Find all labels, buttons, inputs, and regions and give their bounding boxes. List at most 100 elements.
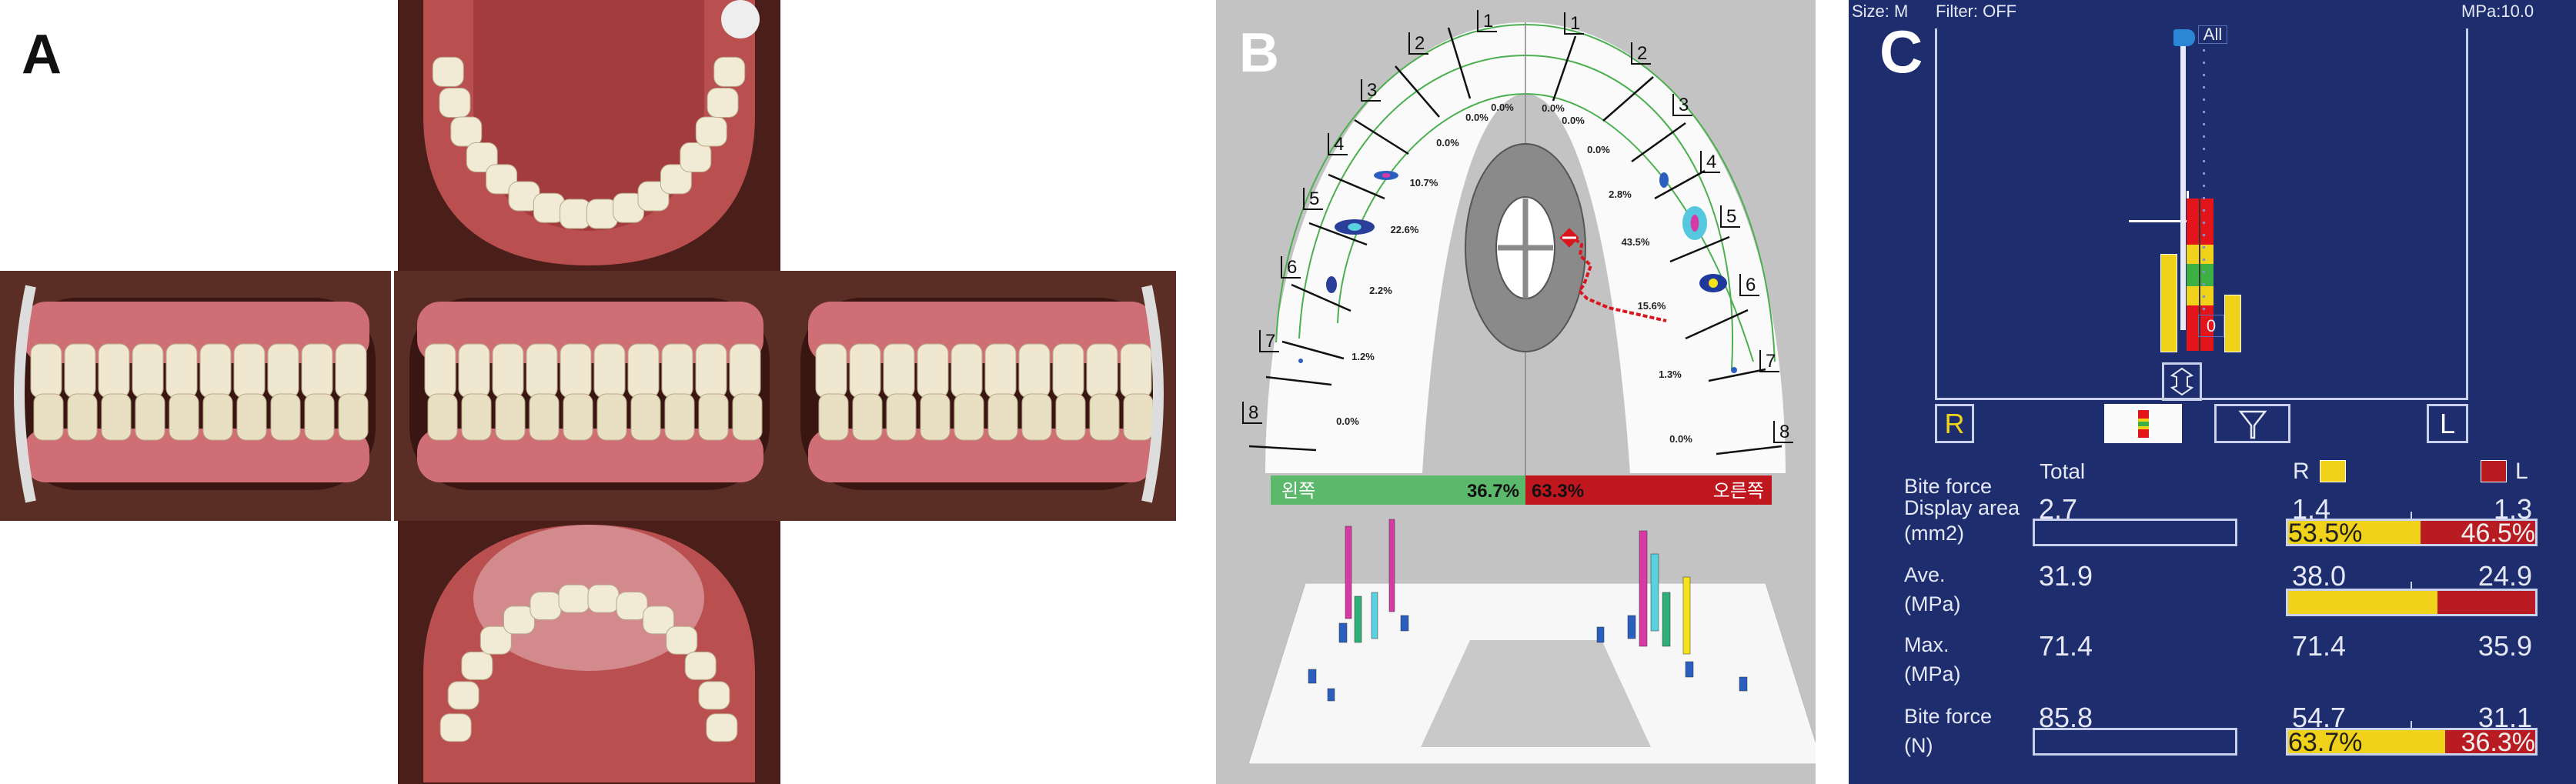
bar-midpoint-tick [2411, 512, 2412, 519]
right-force-bar [2160, 254, 2177, 352]
column-l-header: L [2515, 459, 2528, 484]
tooth [883, 343, 915, 399]
crosshair-horizontal [2129, 220, 2190, 222]
tooth [424, 343, 456, 399]
panel-c-letter: C [1879, 18, 1923, 85]
panel-c-tscan-screen: Size: M Filter: OFF MPa:10.0 C All 0 R [1849, 0, 2576, 784]
force-bar-3d [1685, 661, 1694, 678]
row-label1: Bite force [1904, 705, 1993, 728]
tooth [30, 343, 62, 399]
percent-left-1: 0.0% [1491, 102, 1514, 113]
left-value: 35.9 [2477, 630, 2532, 662]
tooth-number-left-2: 2 [1408, 32, 1428, 55]
threshold-slider-handle[interactable] [2173, 29, 2195, 46]
tooth [563, 393, 593, 441]
force-bar-3d [1400, 615, 1409, 632]
tooth [596, 393, 627, 441]
right-side-bar [1525, 475, 1772, 505]
tooth [135, 393, 165, 441]
tooth [1021, 393, 1052, 441]
segment-line [1447, 27, 1472, 99]
percent-labels: 0.0%0.0%0.0%10.7%22.6%2.2%1.2%0.0%0.0%0.… [1336, 102, 1692, 445]
tooth [643, 606, 675, 635]
tooth [202, 393, 233, 441]
rotate-view-button[interactable] [2162, 362, 2202, 401]
percent-right-8: 0.0% [1669, 433, 1692, 445]
right-share-fill: 63.7% [2288, 730, 2446, 753]
column-total-header: Total [2040, 459, 2086, 483]
force-bar-3d [1388, 519, 1395, 612]
photo-left-lateral [785, 271, 1176, 521]
tooth [270, 393, 301, 441]
tooth [680, 142, 712, 172]
contact-spot [1298, 359, 1303, 363]
tooth [165, 343, 198, 399]
percent-left-7: 1.2% [1351, 351, 1375, 362]
percent-right-7: 1.3% [1659, 369, 1682, 380]
tooth [458, 343, 490, 399]
tooth [301, 343, 333, 399]
tooth [695, 116, 727, 147]
segment-line [1281, 340, 1345, 360]
filter-button[interactable] [2214, 404, 2290, 443]
total-value: 31.9 [2039, 560, 2093, 592]
tooth-number-left-8: 8 [1242, 402, 1262, 424]
right-share-fill [2288, 591, 2437, 614]
balance-view-button[interactable] [2104, 404, 2182, 443]
total-bar [2033, 519, 2237, 546]
tooth [951, 343, 983, 399]
tooth [67, 393, 98, 441]
tooth [815, 343, 847, 399]
total-value: 71.4 [2039, 630, 2093, 662]
contact-spot [1335, 219, 1375, 235]
tooth [132, 343, 164, 399]
contact-spot [1374, 171, 1398, 180]
left-side-bar [1271, 475, 1525, 505]
tooth [1052, 343, 1084, 399]
tooth [732, 393, 763, 441]
slider-zero-label: 0 [2198, 315, 2224, 337]
slider-scale-ticks [2203, 49, 2205, 311]
tooth-segment-lines [1248, 27, 1782, 455]
right-share-fill: 53.5% [2288, 521, 2421, 544]
lower-gum [417, 429, 763, 482]
tooth [560, 343, 592, 399]
tooth-number-left-7: 7 [1259, 330, 1279, 352]
tooth-number-text: 7 [1265, 331, 1275, 352]
tooth [666, 626, 698, 655]
photo-maxillary-occlusal [398, 0, 780, 271]
force-bar-3d [1327, 688, 1335, 702]
force-view-area[interactable] [1935, 28, 2468, 400]
filter-label: Filter: OFF [1936, 2, 2017, 21]
force-bar-3d [1639, 530, 1648, 647]
panel-a-letter: A [22, 24, 62, 85]
tooth [304, 393, 335, 441]
tooth [466, 142, 498, 172]
tooth-number-text: 2 [1637, 43, 1647, 64]
rotate-arrows-icon [2170, 367, 2194, 396]
tooth [917, 343, 949, 399]
tooth-number-right-5: 5 [1720, 205, 1740, 228]
tooth [439, 88, 471, 118]
tooth [920, 393, 951, 441]
segment-line [1354, 118, 1409, 155]
tooth [338, 393, 369, 441]
contact-spots [1298, 171, 1737, 373]
row-label2: (MPa) [1904, 662, 1961, 686]
threshold-slider-track[interactable] [2180, 37, 2186, 330]
left-button[interactable]: L [2427, 404, 2468, 443]
left-side-percent: 36.7% [1467, 481, 1519, 502]
tooth [1055, 393, 1086, 441]
contact-spot [1682, 206, 1707, 240]
force-bars-3d [1308, 519, 1748, 702]
tooth [503, 606, 535, 635]
percent-right-5: 43.5% [1622, 236, 1650, 248]
bar-midpoint-tick [2411, 721, 2412, 728]
force-bar-3d [1354, 596, 1362, 643]
left-side-label: 왼쪽 [1281, 481, 1315, 502]
left-right-ratio-bar: 53.5%46.5% [2286, 519, 2538, 546]
tooth-number-text: 2 [1415, 33, 1425, 54]
right-button[interactable]: R [1935, 404, 1974, 443]
palate [473, 0, 704, 231]
